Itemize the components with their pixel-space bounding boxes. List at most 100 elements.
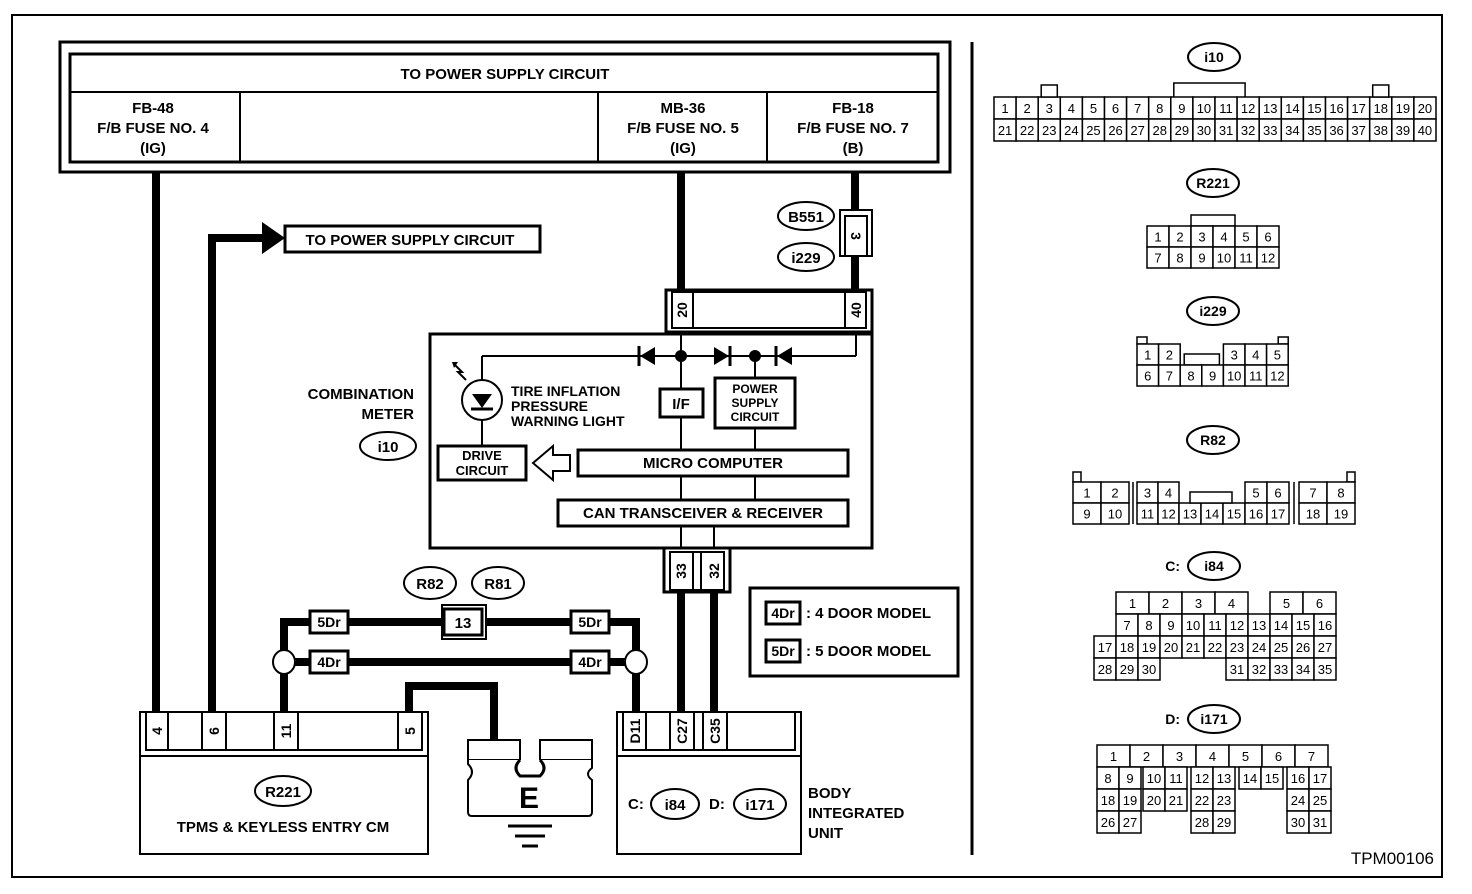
svg-text:21: 21	[1186, 640, 1200, 655]
pin-cell: 15	[1260, 766, 1284, 790]
tag-5dr-right	[569, 609, 611, 635]
svg-text:8: 8	[1176, 251, 1183, 266]
svg-text:11: 11	[1141, 507, 1155, 522]
svg-text:19: 19	[1334, 507, 1348, 522]
svg-text:23: 23	[1042, 123, 1056, 138]
pin-cell: 3	[1222, 343, 1246, 366]
svg-text:6: 6	[1144, 369, 1151, 384]
svg-text:16: 16	[1249, 507, 1263, 522]
svg-text:28: 28	[1153, 123, 1167, 138]
pin-cell: 30	[1192, 118, 1216, 142]
pin-cell: 4	[1244, 343, 1268, 366]
svg-text:12: 12	[1241, 101, 1255, 116]
pin-cell: 16	[1286, 766, 1310, 790]
pin-cell: 26	[1096, 810, 1120, 834]
svg-text:i171: i171	[1200, 711, 1227, 727]
fuse-mb36-type: (IG)	[670, 140, 696, 157]
svg-text:11: 11	[1208, 618, 1222, 633]
drive-circuit-label-1: DRIVE	[462, 448, 502, 463]
svg-text:1: 1	[1154, 230, 1161, 245]
splice-right	[624, 649, 648, 675]
svg-text:17: 17	[1098, 640, 1112, 655]
svg-text:13: 13	[1263, 101, 1277, 116]
svg-text:25: 25	[1274, 640, 1288, 655]
pin-cell: 28	[1190, 810, 1214, 834]
warning-light-label-2: PRESSURE	[511, 398, 588, 414]
fuse-fb18-id: FB-18	[832, 100, 874, 117]
svg-text:4: 4	[1252, 348, 1259, 363]
svg-text:16: 16	[1318, 618, 1332, 633]
pin-cell: 38	[1368, 118, 1393, 142]
pin-cell: 29	[1212, 810, 1236, 834]
legend-tag-4dr: 4Dr	[771, 605, 795, 621]
svg-text:12: 12	[1230, 618, 1244, 633]
svg-text:10: 10	[1227, 369, 1241, 384]
pin-cell: 23	[1037, 118, 1062, 142]
pin-cell: 28	[1093, 657, 1117, 681]
svg-text:3: 3	[1144, 486, 1151, 501]
connector-view-title-r221: R221	[1186, 168, 1240, 198]
svg-text:32: 32	[1252, 662, 1266, 677]
pin-cell: 3	[1136, 481, 1159, 504]
svg-text:14: 14	[1205, 507, 1219, 522]
svg-text:10: 10	[1147, 771, 1161, 786]
pin-cell: 2	[1100, 481, 1130, 504]
pin-cell: 2	[1168, 225, 1192, 248]
svg-text:14: 14	[1285, 101, 1299, 116]
connector-tag-r221	[254, 775, 312, 807]
svg-text:5: 5	[1242, 230, 1249, 245]
svg-text:8: 8	[1337, 486, 1344, 501]
svg-text:15: 15	[1296, 618, 1310, 633]
pin-cell: 5	[1244, 481, 1268, 504]
svg-text:27: 27	[1318, 640, 1332, 655]
connector-view-title-i10: i10	[1187, 42, 1241, 72]
svg-text:40: 40	[1418, 123, 1432, 138]
svg-text:22: 22	[1020, 123, 1034, 138]
svg-text:11: 11	[1249, 369, 1263, 384]
svg-text:30: 30	[1291, 815, 1305, 830]
pin-cell: 22	[1190, 788, 1214, 812]
pin-cell: 19	[1137, 635, 1161, 659]
svg-text:16: 16	[1329, 101, 1343, 116]
svg-text:10: 10	[1108, 507, 1122, 522]
pin-cell: 10	[1212, 246, 1236, 269]
diagram-id: TPM00106	[1351, 849, 1434, 868]
svg-text:3: 3	[1046, 101, 1053, 116]
svg-text:4: 4	[1228, 596, 1235, 611]
pin-cell: 21	[993, 118, 1017, 142]
tpms-label: TPMS & KEYLESS ENTRY CM	[177, 819, 390, 836]
pin-cell: 2	[1148, 591, 1183, 615]
pin-cell: 28	[1147, 118, 1172, 142]
connector-prefix: C:	[1165, 558, 1180, 574]
pin-cell: 1	[1115, 591, 1150, 615]
fuse-fb48-type: (IG)	[140, 140, 166, 157]
can-transceiver-block	[556, 498, 850, 528]
pin-cell: 27	[1313, 635, 1337, 659]
connector-tag-i171-label: i171	[745, 797, 774, 814]
pin-cell: 10	[1222, 364, 1246, 387]
pin-cell: 4	[1214, 591, 1249, 615]
pin-cell: 10	[1100, 502, 1130, 525]
svg-text:19: 19	[1396, 101, 1410, 116]
pin-cell: 32	[1247, 657, 1271, 681]
svg-text:12: 12	[1261, 251, 1275, 266]
svg-text:2: 2	[1143, 749, 1150, 764]
meter-pin-32: 32	[706, 563, 722, 579]
body-unit-label-2: INTEGRATED	[808, 805, 905, 822]
pin-cell: 24	[1247, 635, 1271, 659]
pin-cell: 11	[1203, 613, 1227, 637]
svg-text:17: 17	[1313, 771, 1327, 786]
svg-text:R82: R82	[1200, 432, 1226, 448]
pin-cell: 11	[1164, 766, 1188, 790]
pin-cell: 15	[1222, 502, 1246, 525]
pin-cell: 31	[1214, 118, 1238, 142]
pin-cell: 6	[1103, 96, 1128, 120]
pin-cell: 30	[1137, 657, 1161, 681]
tag-4dr-right-label: 4Dr	[578, 654, 602, 670]
svg-text:10: 10	[1186, 618, 1200, 633]
pin-cell: 21	[1164, 788, 1188, 812]
svg-text:1: 1	[1144, 348, 1151, 363]
svg-text:9: 9	[1209, 369, 1216, 384]
pin-cell: 7	[1125, 96, 1150, 120]
pin-cell: 8	[1179, 364, 1203, 387]
